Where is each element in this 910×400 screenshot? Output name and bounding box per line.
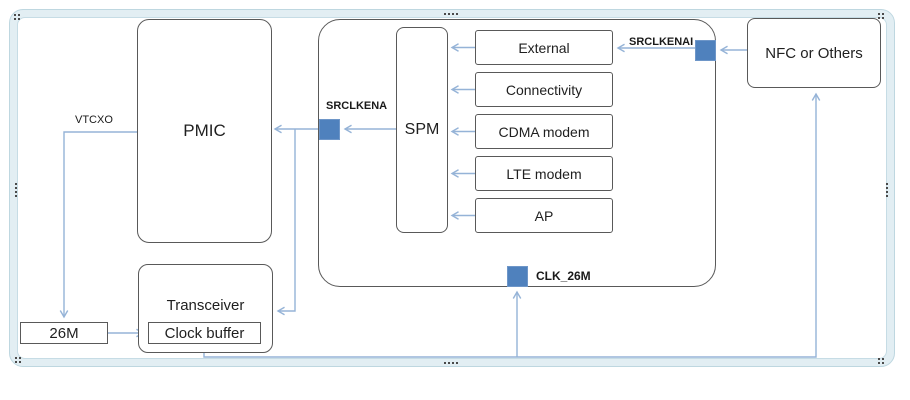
nfc-label: NFC or Others [765,44,863,62]
srclkenai-signal-label: SRCLKENAI [629,36,694,48]
resize-handle-bottom-right[interactable] [878,358,880,360]
transceiver-label: Transceiver [166,297,245,314]
ap-label: AP [534,207,554,224]
srclkena-pin [319,119,340,140]
vtcxo-signal-label: VTCXO [75,114,113,126]
resize-handle-left-middle[interactable] [15,183,17,185]
connectivity-block: Connectivity [475,72,613,107]
external-block: External [475,30,613,65]
srclkenai-pin [695,40,716,61]
clk26m-signal-label: CLK_26M [536,269,591,283]
resize-handle-right-middle[interactable] [886,183,888,185]
resize-handle-bottom-left[interactable] [15,357,17,359]
cdma-modem-label: CDMA modem [498,123,590,140]
wire-vtcxo-pmic-to-26m [59,131,137,319]
clock-buffer-block: Clock buffer [148,322,261,344]
26m-oscillator-block: 26M [20,322,108,344]
cdma-modem-block: CDMA modem [475,114,613,149]
pmic-block: PMIC [137,19,272,243]
resize-handle-bottom-middle[interactable] [444,362,446,364]
resize-handle-top-middle[interactable] [444,13,446,15]
resize-handle-top-left[interactable] [14,14,16,16]
clock-buffer-label: Clock buffer [164,324,245,342]
external-label: External [518,39,570,56]
lte-modem-label: LTE modem [506,165,582,182]
spm-block: SPM [396,27,448,233]
pmic-label: PMIC [183,121,226,140]
ap-block: AP [475,198,613,233]
wire-srclkena-branch-to-transceiver [276,129,296,316]
clk26m-pin [507,266,528,287]
spm-label: SPM [404,121,440,138]
connectivity-label: Connectivity [505,81,583,98]
nfc-or-others-block: NFC or Others [747,18,881,88]
lte-modem-block: LTE modem [475,156,613,191]
26m-label: 26M [49,324,79,342]
srclkena-signal-label: SRCLKENA [326,100,388,112]
resize-handle-top-right[interactable] [878,13,880,15]
